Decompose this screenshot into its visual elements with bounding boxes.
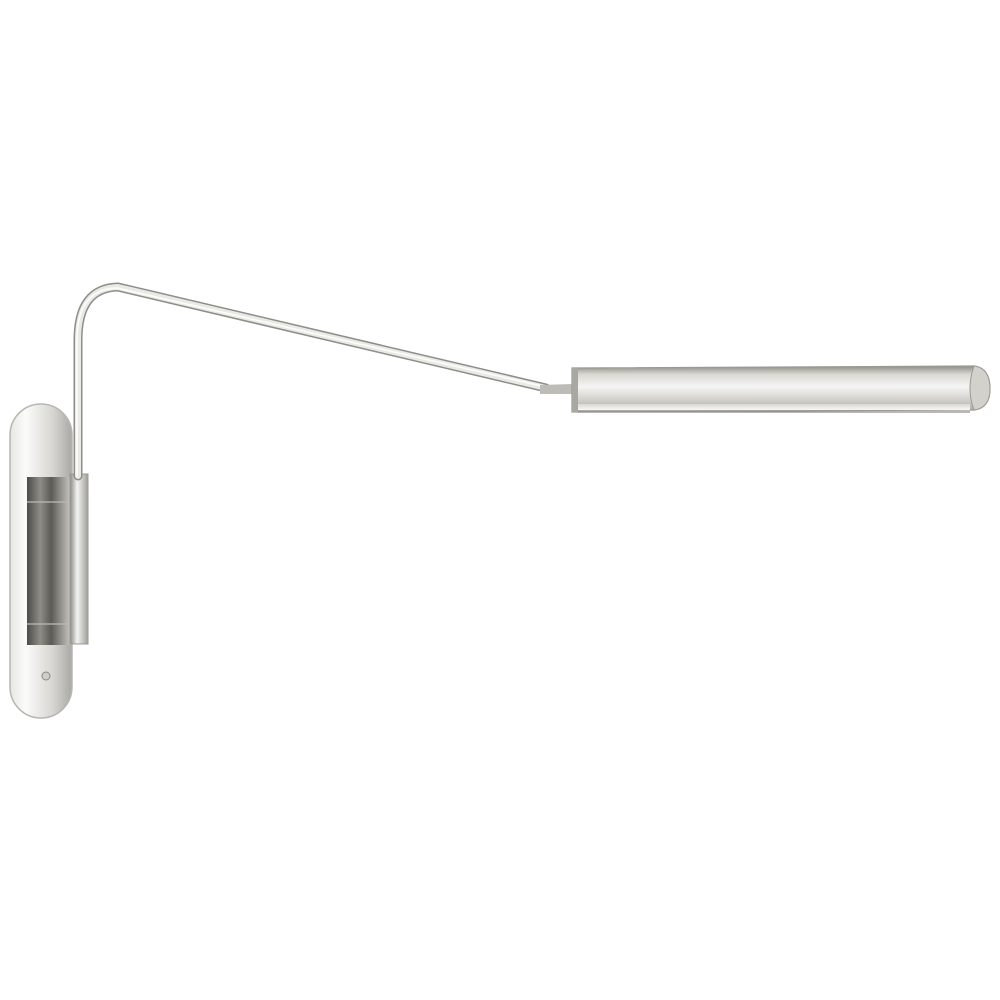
backplate [9, 403, 73, 719]
swivel-sleeve [69, 473, 89, 645]
backplate-channel [27, 477, 71, 645]
arm-rod [75, 284, 549, 479]
arm-rod-highlight [76, 287, 547, 477]
mounting-screw [41, 671, 51, 681]
shade-left-end [572, 368, 578, 412]
shade-lens [578, 404, 970, 410]
light-bar-shade [571, 365, 991, 413]
swing-arm [73, 282, 574, 481]
arm-connector [540, 384, 574, 394]
shade-end-cap [969, 365, 991, 411]
arm-rod-outline [73, 282, 551, 481]
